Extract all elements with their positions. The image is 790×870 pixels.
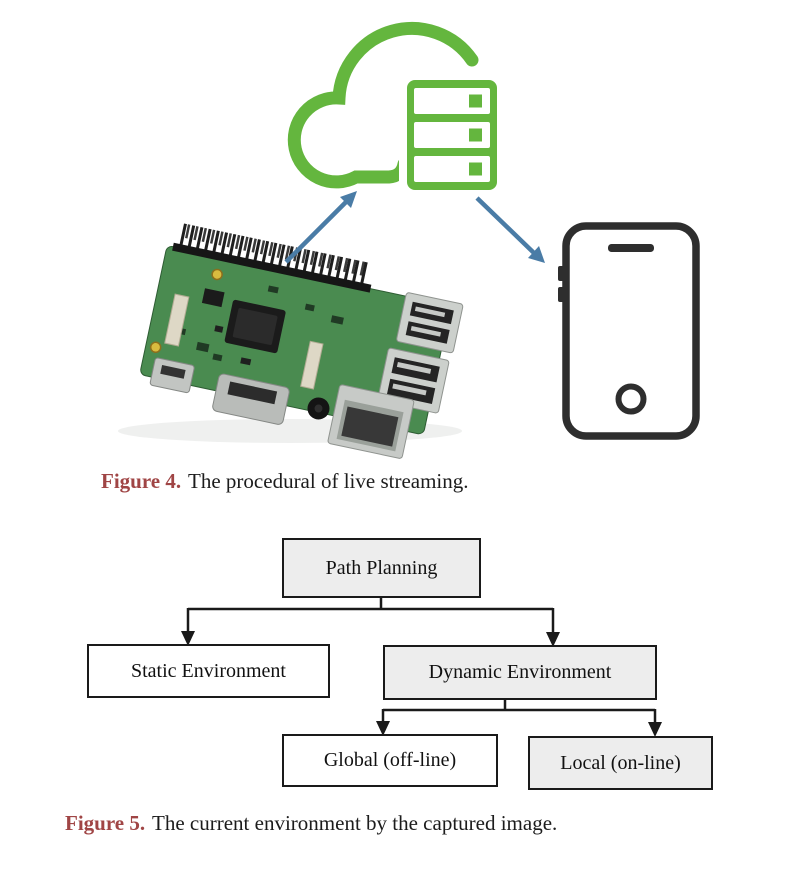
flowchart-node-local-online: Local (on-line): [528, 736, 713, 790]
audio-jack-icon: [307, 397, 330, 420]
dsi-connector: [164, 293, 190, 347]
figure4-caption-label: Figure 4.: [101, 469, 182, 493]
download-arrow: [475, 196, 545, 263]
upload-arrow: [284, 191, 357, 264]
gpio-pins-icon: [172, 223, 372, 293]
flowchart-node-dynamic-environment: Dynamic Environment: [383, 645, 657, 700]
cloud-outline: [287, 21, 479, 189]
figure5-caption-label: Figure 5.: [65, 811, 146, 835]
figure4-diagram: [118, 21, 700, 459]
pi-components: [175, 285, 344, 366]
figure4-caption-text: The procedural of live streaming.: [188, 469, 469, 493]
hdmi-port-icon: [212, 373, 290, 425]
phone-home-button: [615, 383, 647, 415]
arrowhead-local: [648, 722, 662, 737]
soc-chip: [201, 288, 286, 354]
figure4-caption: Figure 4.The procedural of live streamin…: [101, 468, 469, 494]
phone-speaker: [608, 244, 654, 252]
raspberry-pi-image: [118, 223, 464, 459]
flowchart-node-global-offline: Global (off-line): [282, 734, 498, 787]
server-rack-icon: [407, 80, 497, 190]
figure5-caption-text: The current environment by the captured …: [152, 811, 558, 835]
camera-connector: [300, 340, 324, 390]
figure5-caption: Figure 5.The current environment by the …: [65, 810, 557, 836]
micro-usb-port-icon: [149, 357, 195, 394]
ethernet-port-icon: [327, 384, 415, 459]
flowchart-node-static-environment: Static Environment: [87, 644, 330, 698]
smartphone-icon: [558, 222, 700, 440]
flowchart-node-path-planning: Path Planning: [282, 538, 481, 598]
cloud-server-icon: [287, 21, 507, 198]
